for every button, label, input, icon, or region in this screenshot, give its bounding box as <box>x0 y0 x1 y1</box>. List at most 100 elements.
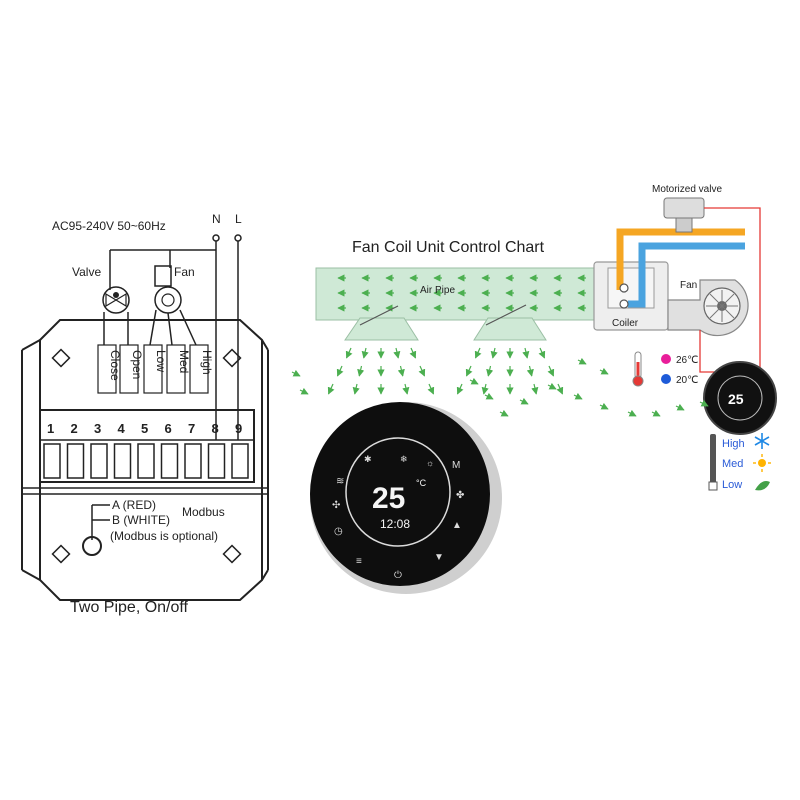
snow-mode-icon[interactable]: ❄ <box>400 454 408 464</box>
cold-water-pipe <box>628 242 745 308</box>
outflow-arrows <box>327 347 564 395</box>
outflow-arrow <box>486 365 494 377</box>
fan-label-chart: Fan <box>680 280 697 291</box>
outflow-arrow <box>531 383 539 395</box>
thermostat-face <box>310 402 490 586</box>
terminal-number-2: 2 <box>71 421 78 436</box>
terminal-number-4: 4 <box>118 421 126 436</box>
mode-m-icon[interactable]: M <box>452 460 460 471</box>
terminal-number-7: 7 <box>188 421 195 436</box>
motorized-valve-icon <box>663 197 705 233</box>
terminal-slot-9 <box>231 443 249 479</box>
chart-title: Fan Coil Unit Control Chart <box>352 239 545 256</box>
neutral-terminal <box>212 234 220 242</box>
modbus-note: (Modbus is optional) <box>110 529 218 543</box>
terminal-number-8: 8 <box>212 421 219 436</box>
terminal-number-9: 9 <box>235 421 242 436</box>
terminal-slot-3 <box>90 443 108 479</box>
airflow-arrow <box>291 369 301 377</box>
cold-temp-dot <box>661 374 671 384</box>
terminal-slot-5 <box>137 443 155 479</box>
air-diffuser-left <box>344 305 419 341</box>
outflow-arrow <box>361 347 369 359</box>
outflow-arrow <box>409 347 417 359</box>
wiring-caption: Two Pipe, On/off <box>70 599 189 616</box>
airflow-arrow <box>573 392 583 400</box>
thermostat-time: 12:08 <box>380 517 410 531</box>
motorized-valve-label: Motorized valve <box>652 184 722 195</box>
live-terminal <box>234 234 242 242</box>
neutral-label: N <box>212 212 221 226</box>
terminal-slot-8 <box>207 443 226 479</box>
outflow-arrow <box>393 347 401 359</box>
fan-label: Fan <box>174 265 195 279</box>
heat-mode-icon[interactable]: ☼ <box>426 458 434 468</box>
outflow-arrow <box>465 365 473 377</box>
airflow-arrow <box>627 409 637 417</box>
hot-temp-label: 26℃ <box>676 355 698 366</box>
coiler-box <box>607 267 655 309</box>
outflow-arrow <box>538 347 546 359</box>
outflow-arrow <box>547 365 555 377</box>
fan-button-icon[interactable]: ✤ <box>456 490 464 501</box>
hot-temp-dot <box>661 354 671 364</box>
outflow-arrow <box>418 365 426 377</box>
terminal-slot-4 <box>113 443 132 479</box>
terminal-number-3: 3 <box>94 421 101 436</box>
air-pipe-label: Air Pipe <box>420 285 455 296</box>
thermometer-icon <box>632 351 644 387</box>
modbus-b-label: B (WHITE) <box>112 513 170 527</box>
thermostat-temperature: 25 <box>372 482 405 515</box>
sun-icon <box>753 454 771 472</box>
outflow-arrow <box>490 347 498 359</box>
terminal-label-columns: Close Open Low Med High <box>97 344 214 394</box>
terminal-number-1: 1 <box>47 421 54 436</box>
airflow-arrow <box>599 367 609 375</box>
modbus-label: Modbus <box>182 505 225 519</box>
settings-icon[interactable]: ≡ <box>356 556 362 567</box>
hot-water-pipe <box>616 228 745 290</box>
terminal-slot-7 <box>184 443 202 479</box>
airflow-arrow <box>599 402 609 410</box>
live-label: L <box>235 212 242 226</box>
outflow-arrow <box>456 383 464 395</box>
power-icon[interactable]: ⏻ <box>394 570 402 581</box>
terminal-label-close: Close <box>108 350 122 381</box>
airflow-arrow <box>651 409 661 417</box>
wind-icon[interactable]: ≋ <box>336 476 344 487</box>
fan-coil-chart: Fan Coil Unit Control Chart Air Pipe Coi… <box>291 184 777 491</box>
wiring-diagram: AC95-240V 50~60Hz N L Valve Fan <box>21 212 269 616</box>
terminal-number-5: 5 <box>141 421 148 436</box>
outflow-arrow <box>336 365 344 377</box>
airflow-arrow <box>577 357 587 365</box>
speed-low-label: Low <box>722 479 742 491</box>
terminal-slot-2 <box>66 443 85 479</box>
terminal-slot-1 <box>43 443 61 479</box>
fan-mode-icon[interactable]: ✱ <box>364 454 372 464</box>
cold-temp-label: 20℃ <box>676 375 698 386</box>
airflow-arrow <box>484 392 494 400</box>
speed-med-label: Med <box>722 458 743 470</box>
outflow-arrow <box>345 347 353 359</box>
terminal-block <box>39 409 255 483</box>
thermostat-device: 25 °C 12:08 ✱ ❄ ☼ ≋ ✣ ◷ ≡ M ✤ ▲ ▼ ⏻ <box>310 402 502 594</box>
outflow-arrow <box>397 365 405 377</box>
fan-speed-icon[interactable]: ✣ <box>332 500 340 511</box>
valve-label: Valve <box>72 265 101 279</box>
terminal-number-6: 6 <box>165 421 172 436</box>
snowflake-icon <box>754 433 770 449</box>
up-arrow-icon[interactable]: ▲ <box>452 520 462 531</box>
airflow-arrow <box>519 397 529 405</box>
airflow-arrow <box>547 382 557 390</box>
clock-icon[interactable]: ◷ <box>334 526 343 537</box>
outflow-arrow <box>481 383 489 395</box>
outflow-arrow <box>327 383 335 395</box>
fan-speed-slider-handle <box>708 481 718 491</box>
down-arrow-icon[interactable]: ▼ <box>434 552 444 563</box>
valve-icon <box>102 286 130 314</box>
outflow-arrow <box>402 383 410 395</box>
airflow-arrow <box>299 387 309 395</box>
airflow-arrow <box>469 377 479 385</box>
airflow-arrow <box>675 403 685 411</box>
